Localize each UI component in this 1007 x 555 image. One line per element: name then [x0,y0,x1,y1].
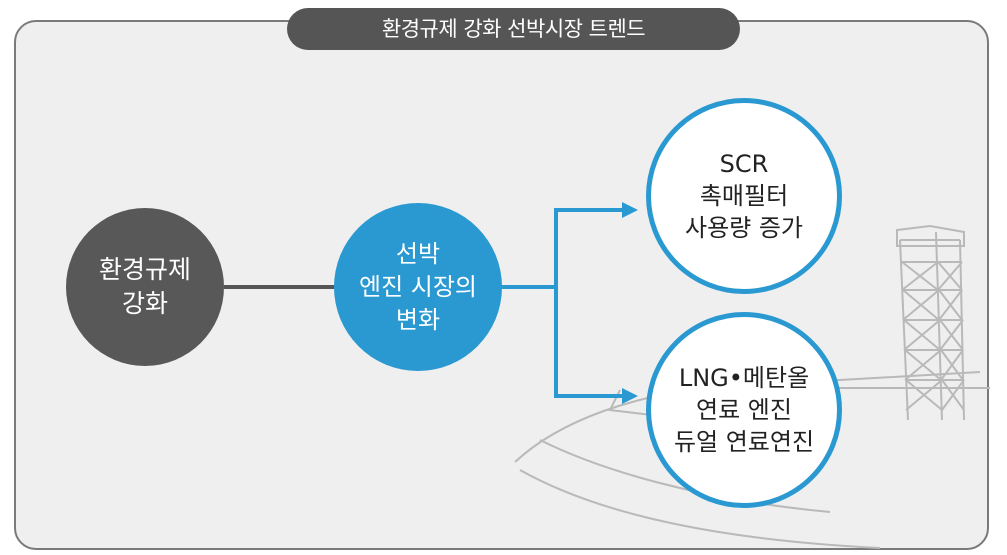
node-label-line: 듀얼 연료연진 [673,428,815,456]
branch-connector [500,208,624,398]
node-dual-fuel-engine: LNG•메탄올 연료 엔진 듀얼 연료연진 [646,312,842,508]
node-label-line: 강화 [121,289,168,318]
node-engine-market-change: 선박 엔진 시장의 변화 [334,203,502,371]
node-label-line: 촉매필터 [699,182,789,210]
node-label-line: LNG•메탄올 [678,364,810,392]
node-label-line: 연료 엔진 [696,396,792,424]
node-environmental-regulation: 환경규제 강화 [66,208,224,366]
node-label-line: 변화 [395,305,441,334]
node-label-line: SCR [719,150,769,178]
node-label-line: 환경규제 [98,255,191,284]
node-label-line: 선박 [395,239,441,268]
node-label-line: 엔진 시장의 [358,272,478,301]
node-label-line: 사용량 증가 [684,214,804,242]
node-scr-filter: SCR 촉매필터 사용량 증가 [646,98,842,294]
diagram-title: 환경규제 강화 선박시장 트렌드 [287,8,740,50]
arrowhead-to-outcome1 [622,202,638,218]
arrowhead-to-outcome2 [622,388,638,404]
